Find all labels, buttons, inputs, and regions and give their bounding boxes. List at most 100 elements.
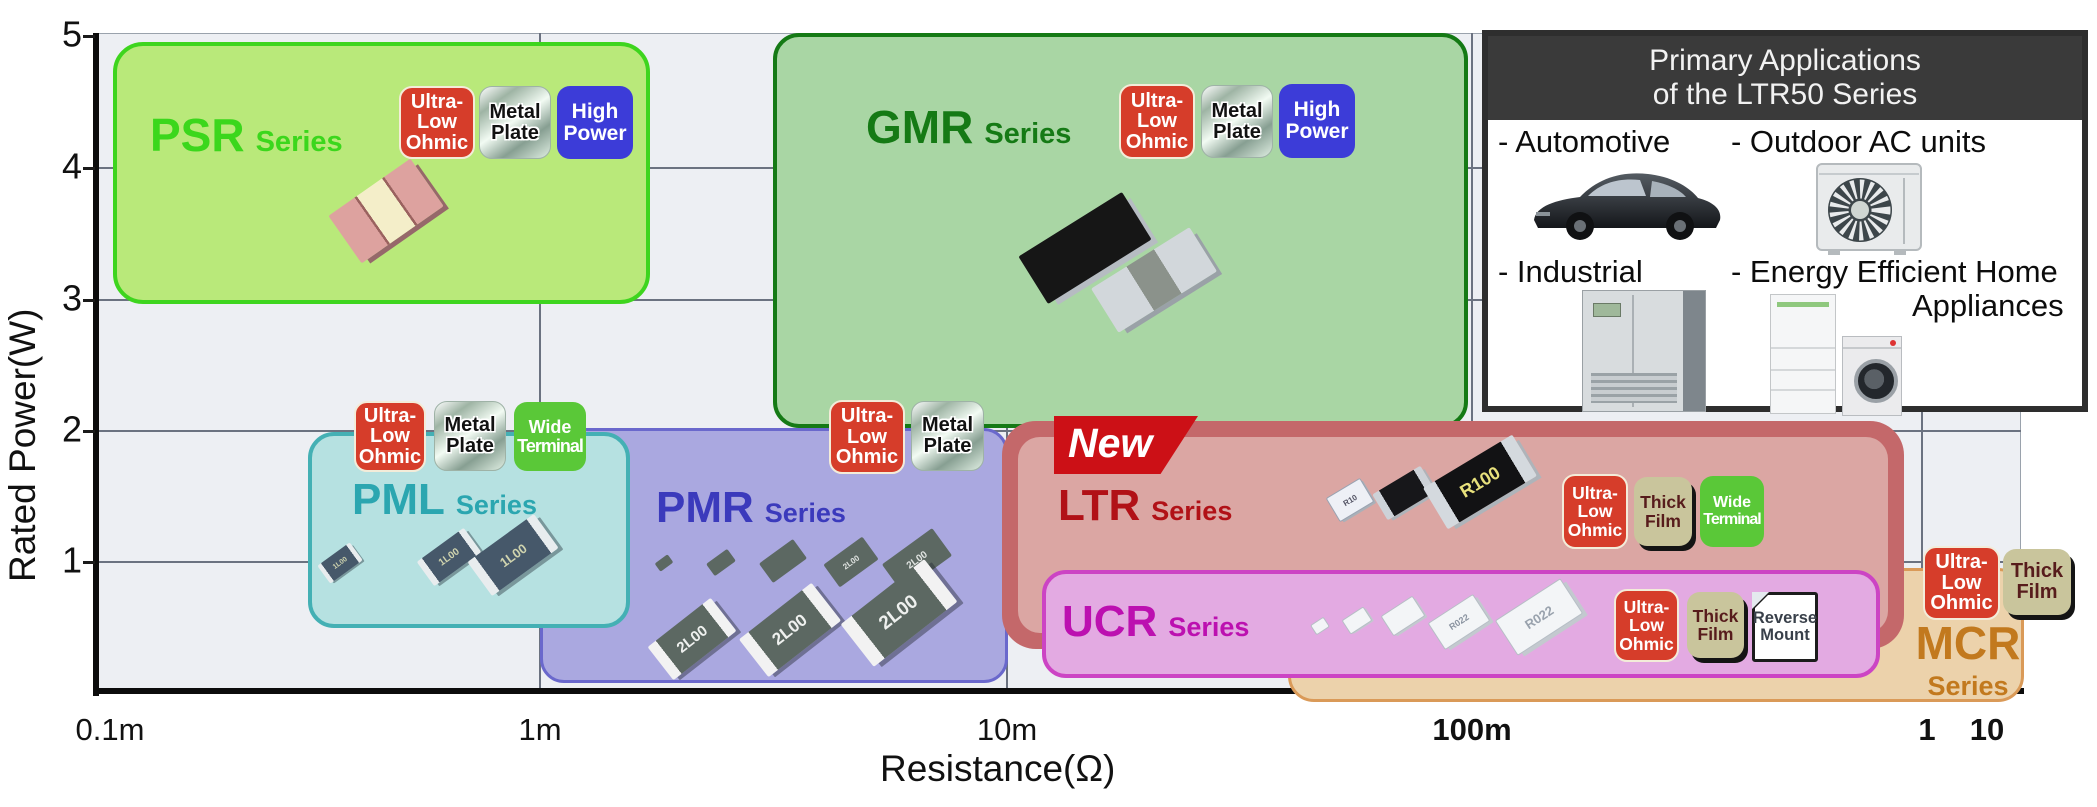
mcr-name: MCR bbox=[1915, 617, 2021, 669]
mcr-ultra-low-ohmic-badge: Ultra- Low Ohmic bbox=[1923, 546, 2000, 620]
ucr-thick-film-badge: Thick Film bbox=[1687, 592, 1744, 658]
cabinet-door-line bbox=[1632, 295, 1634, 407]
badge-line: Power bbox=[563, 121, 627, 145]
badge-line: Mount bbox=[1760, 626, 1810, 644]
badge-line: High bbox=[1293, 98, 1341, 122]
psr-metal-plate-badge: Metal Plate bbox=[479, 86, 551, 159]
x-tick-label-10m: 10m bbox=[976, 712, 1038, 747]
car-icon bbox=[1534, 173, 1721, 240]
fridge-door-line bbox=[1771, 369, 1835, 371]
chip-label: 1L00 bbox=[496, 540, 530, 570]
y-tickmark-5 bbox=[83, 35, 95, 38]
badge-line: Ultra- bbox=[1935, 551, 1988, 574]
x-tick-label-1m: 1m bbox=[518, 712, 562, 747]
fridge-door-line bbox=[1771, 347, 1835, 349]
badge-line: Plate bbox=[923, 435, 972, 457]
y-tick-label-4: 4 bbox=[61, 145, 82, 187]
application-appliances-label: Appliances bbox=[1912, 288, 2064, 323]
badge-line: Reverse bbox=[1752, 609, 1818, 628]
chip-label: R022 bbox=[1521, 602, 1557, 632]
ltr-ultra-low-ohmic-badge: Ultra- Low Ohmic bbox=[1562, 474, 1628, 549]
x-tick-label-0p1m: 0.1m bbox=[75, 712, 145, 747]
pml-series-title: PML Series bbox=[352, 478, 537, 522]
psr-series-title: PSR Series bbox=[150, 112, 343, 158]
ltr-suffix: Series bbox=[1151, 496, 1233, 526]
ltr-thick-film-badge: Thick Film bbox=[1634, 477, 1692, 546]
pml-metal-plate-badge: Metal Plate bbox=[434, 401, 506, 471]
washer-panel-line bbox=[1843, 347, 1901, 349]
mcr-series-title: MCR Series bbox=[1904, 620, 2032, 700]
gmr-name: GMR bbox=[866, 101, 974, 153]
ltr-wide-terminal-badge: Wide Terminal bbox=[1700, 476, 1764, 547]
application-energy-home-label: - Energy Efficient Home bbox=[1731, 254, 2058, 289]
badge-line: Ultra- bbox=[363, 404, 417, 427]
badge-line: Thick bbox=[2010, 560, 2064, 583]
badge-line: Low bbox=[1941, 571, 1982, 594]
ucr-suffix: Series bbox=[1168, 612, 1250, 642]
x-tick-label-100m: 100m bbox=[1432, 712, 1512, 747]
gmr-ultra-low-ohmic-badge: Ultra- Low Ohmic bbox=[1119, 84, 1195, 159]
chip-label: 1L00 bbox=[436, 545, 462, 569]
pml-name: PML bbox=[352, 475, 445, 524]
y-axis-spine bbox=[93, 33, 99, 696]
badge-line: Ultra- bbox=[840, 405, 894, 428]
psr-name: PSR bbox=[150, 109, 245, 161]
psr-suffix: Series bbox=[255, 126, 343, 158]
industrial-cabinet-icon bbox=[1582, 290, 1706, 412]
chip-label: R10 bbox=[1341, 492, 1359, 508]
badge-line: High bbox=[571, 99, 619, 123]
chip-label: 2L00 bbox=[840, 553, 862, 572]
badge-line: Ultra- bbox=[1572, 483, 1618, 504]
badge-line: Terminal bbox=[517, 435, 584, 456]
application-outdoor-ac-label: - Outdoor AC units bbox=[1731, 124, 1987, 159]
primary-applications-panel: Primary Applications of the LTR50 Series… bbox=[1482, 30, 2088, 416]
badge-line: Ohmic bbox=[405, 131, 469, 154]
ucr-name: UCR bbox=[1062, 597, 1158, 646]
washing-machine-icon bbox=[1842, 336, 1902, 416]
cabinet-vents bbox=[1591, 373, 1677, 403]
badge-line: Low bbox=[1629, 615, 1664, 636]
psr-series-region bbox=[113, 42, 650, 304]
x-axis-title: Resistance(Ω) bbox=[880, 748, 1116, 789]
badge-line: Ohmic bbox=[1930, 592, 1993, 615]
refrigerator-icon bbox=[1770, 294, 1836, 414]
badge-line: Ultra- bbox=[410, 90, 464, 113]
y-tick-label-5: 5 bbox=[61, 13, 82, 55]
badge-line: Low bbox=[847, 425, 887, 448]
pmr-suffix: Series bbox=[764, 498, 846, 528]
application-industrial-label: - Industrial bbox=[1498, 254, 1643, 289]
badge-line: Ohmic bbox=[1125, 130, 1189, 153]
ucr-series-title: UCR Series bbox=[1062, 600, 1249, 644]
y-axis-title: Rated Power(W) bbox=[2, 308, 43, 582]
badge-line: Plate bbox=[491, 121, 539, 144]
chip-label: 2L00 bbox=[673, 621, 711, 657]
badge-line: Low bbox=[370, 425, 410, 448]
badge-line: Metal bbox=[444, 414, 496, 437]
badge-line: Power bbox=[1285, 120, 1349, 143]
badge-line: Wide bbox=[1712, 494, 1752, 512]
badge-line: Ultra- bbox=[1130, 89, 1184, 112]
chip-label: R100 bbox=[1456, 461, 1504, 502]
badge-line: Metal bbox=[921, 414, 974, 437]
outdoor-ac-unit-icon bbox=[1816, 163, 1922, 255]
ltr-series-title: LTR Series bbox=[1058, 484, 1232, 528]
badge-line: Thick bbox=[1692, 605, 1739, 626]
badge-line: Metal bbox=[1211, 99, 1263, 122]
badge-line: Film bbox=[1697, 624, 1734, 644]
badge-line: Ohmic bbox=[1567, 519, 1623, 540]
gmr-high-power-badge: High Power bbox=[1279, 84, 1355, 158]
fridge-led-strip bbox=[1777, 302, 1829, 307]
pmr-name: PMR bbox=[656, 483, 754, 532]
x-tick-label-1ohm: 1 bbox=[1918, 712, 1936, 747]
y-tickmark-4 bbox=[83, 167, 95, 170]
washer-door bbox=[1854, 359, 1898, 403]
cabinet-screen bbox=[1593, 303, 1621, 317]
washer-power-light bbox=[1890, 340, 1896, 346]
y-tick-label-2: 2 bbox=[61, 408, 82, 450]
badge-line: Ohmic bbox=[835, 446, 899, 469]
gridline-x-100m bbox=[1471, 33, 1473, 693]
ucr-ultra-low-ohmic-badge: Ultra- Low Ohmic bbox=[1614, 589, 1679, 662]
application-automotive-label: - Automotive bbox=[1498, 124, 1671, 159]
mcr-suffix: Series bbox=[1927, 671, 2009, 701]
fridge-door-line bbox=[1771, 389, 1835, 391]
